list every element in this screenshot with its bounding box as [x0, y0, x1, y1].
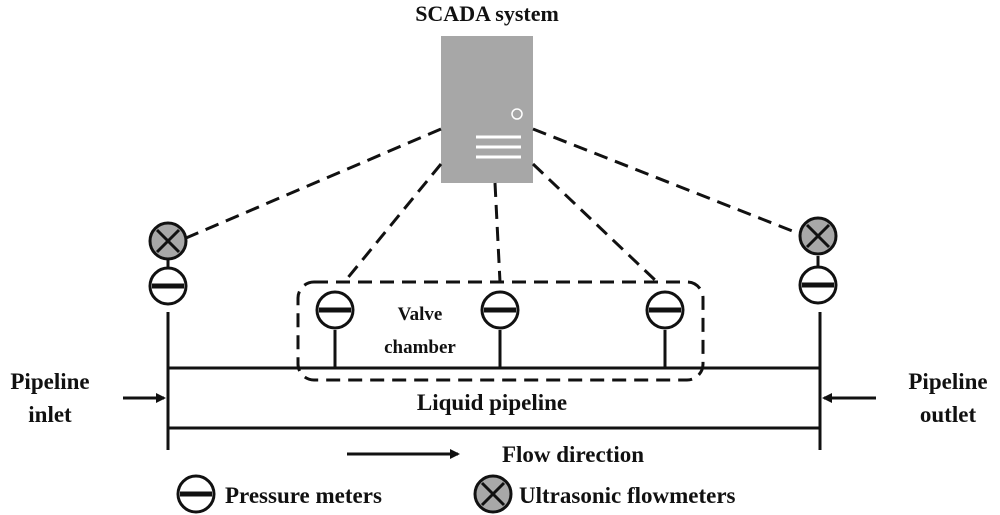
legend: Pressure meters Ultrasonic flowmeters	[176, 474, 736, 514]
inlet-pressure-meter-icon	[148, 266, 188, 306]
communication-links	[185, 127, 801, 283]
link-inlet-flowmeter	[185, 127, 442, 240]
link-chamber-middle	[493, 182, 502, 283]
valve-chamber-label-line1: Valve	[398, 304, 443, 325]
inlet-flowmeter-icon	[148, 221, 188, 261]
chamber-pressure-meter-middle-icon	[480, 290, 520, 330]
pipeline-outlet-label-line2: outlet	[920, 402, 977, 427]
chamber-pressure-meter-left-icon	[315, 290, 355, 330]
scada-title: SCADA system	[415, 1, 559, 26]
legend-pressure-meters-label: Pressure meters	[225, 483, 382, 508]
outlet-flowmeter-icon	[798, 216, 838, 256]
link-outlet-flowmeter	[532, 127, 801, 236]
legend-ultrasonic-flowmeters-label: Ultrasonic flowmeters	[519, 483, 736, 508]
pipeline-outlet-label-line1: Pipeline	[908, 369, 987, 394]
valve-chamber-label-line2: chamber	[384, 337, 456, 358]
pipeline-inlet-label-line1: Pipeline	[10, 369, 89, 394]
link-chamber-right	[531, 162, 657, 282]
valve-chamber-box	[296, 280, 705, 382]
outlet-pressure-meter-icon	[798, 265, 838, 305]
meter-stems	[166, 256, 820, 368]
legend-pressure-meter-icon	[176, 474, 216, 514]
liquid-pipeline	[166, 312, 822, 450]
liquid-pipeline-label: Liquid pipeline	[417, 390, 567, 415]
link-chamber-left	[344, 163, 443, 281]
pipeline-inlet-label-line2: inlet	[28, 402, 72, 427]
legend-flowmeter-icon	[473, 474, 513, 514]
flow-direction-label: Flow direction	[502, 442, 644, 467]
chamber-pressure-meter-right-icon	[645, 290, 685, 330]
scada-server-icon	[441, 36, 533, 183]
